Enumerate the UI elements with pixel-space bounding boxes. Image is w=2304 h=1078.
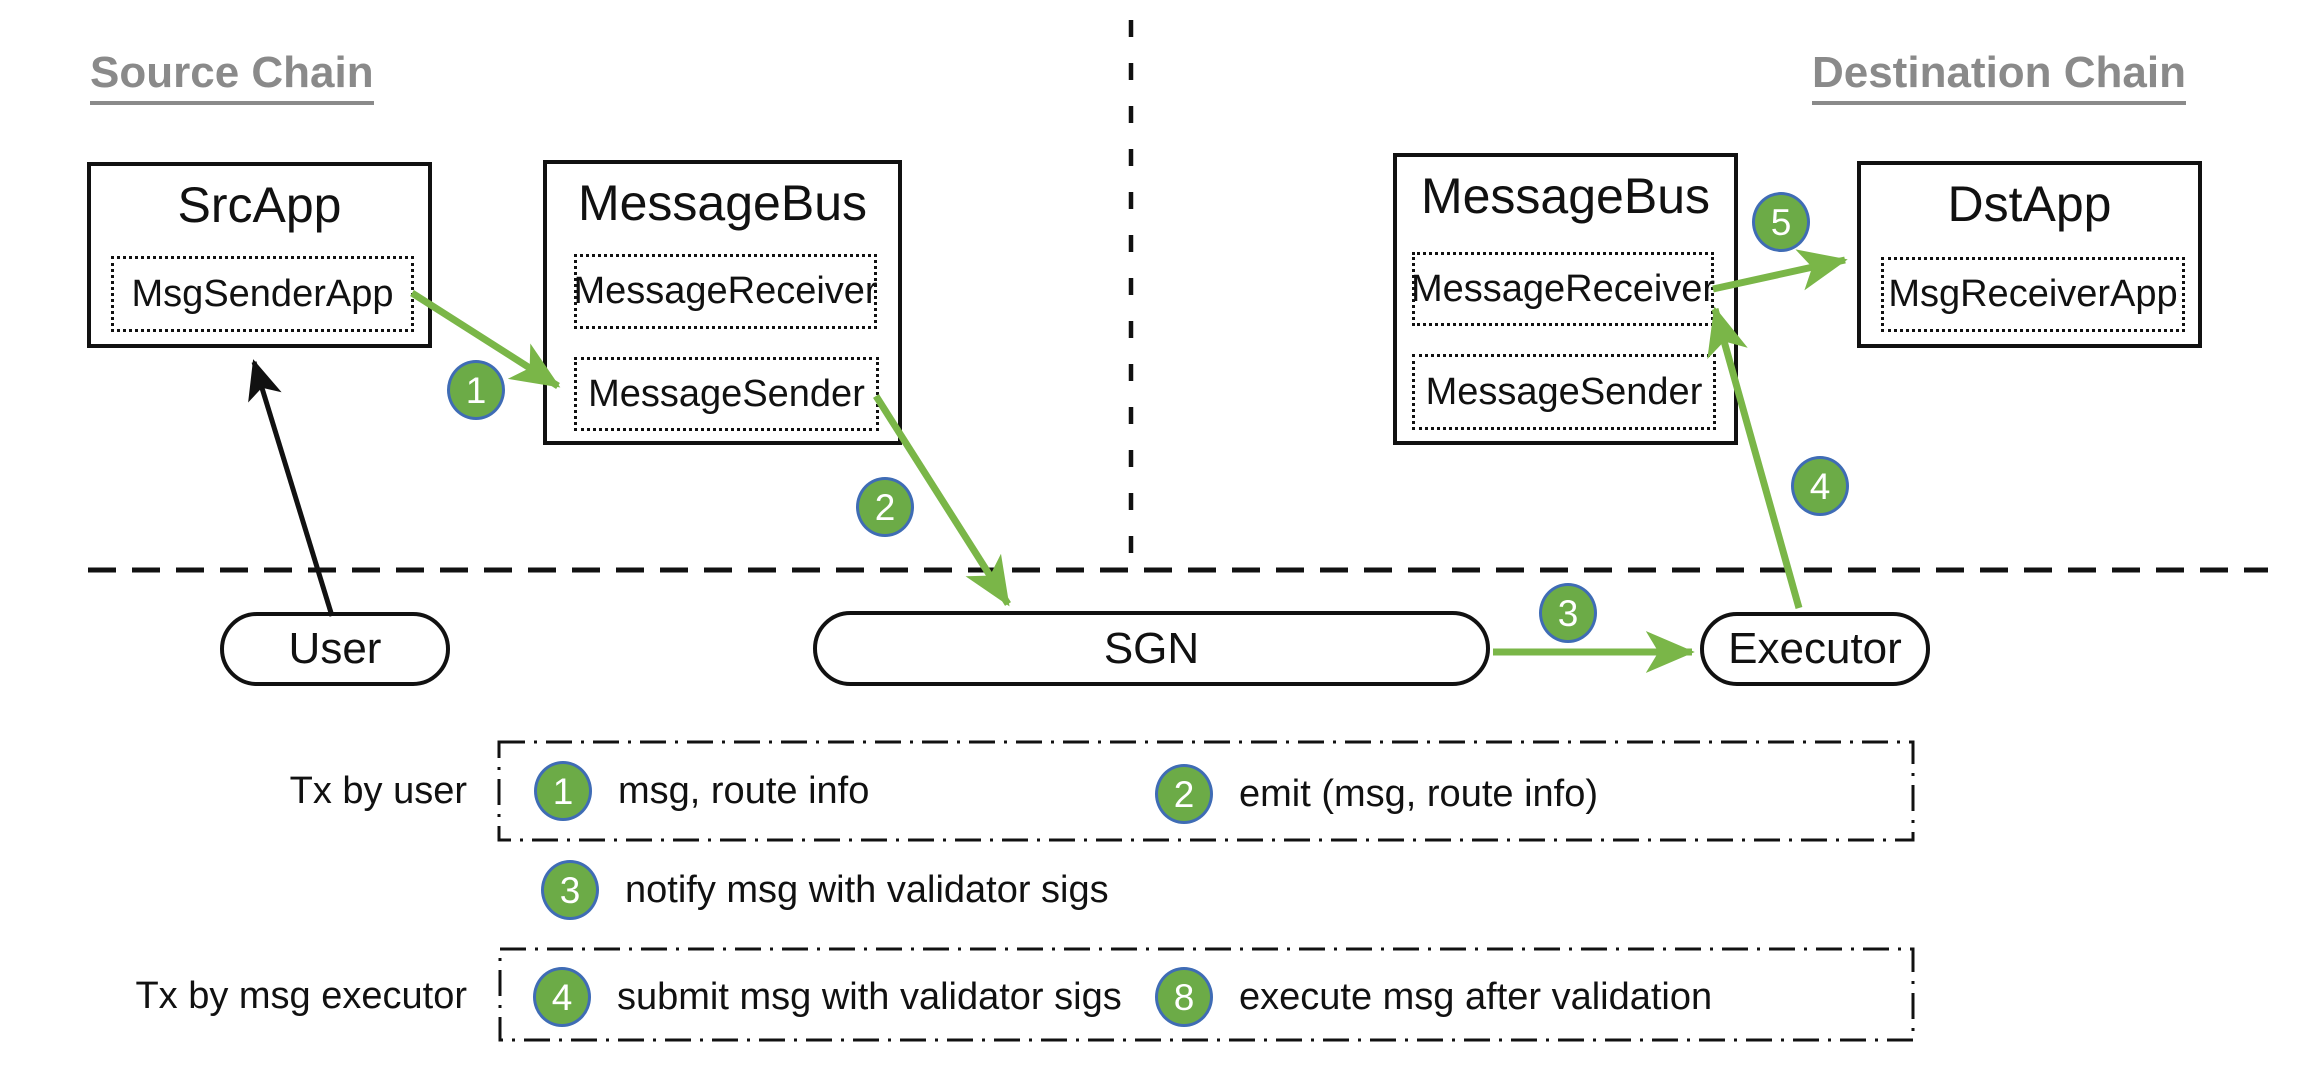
step-badge-3: 3 <box>1539 583 1597 643</box>
msg-sender-app-label: MsgSenderApp <box>131 272 394 315</box>
src-app-box: SrcApp MsgSenderApp <box>87 162 432 348</box>
message-receiver-src-label: MessageReceiver <box>573 270 878 312</box>
legend-label-tx-by-msg-executor: Tx by msg executor <box>135 975 467 1017</box>
message-bus-dst-title: MessageBus <box>1420 168 1711 224</box>
destination-chain-heading: Destination Chain <box>1811 49 2186 106</box>
arrow-user-to-srcapp <box>248 359 335 617</box>
message-sender-src-box: MessageSender <box>574 357 879 431</box>
legend-item-step4: 4 submit msg with validator sigs <box>533 966 1122 1028</box>
legend-badge-3: 3 <box>541 860 599 920</box>
sgn-pill: SGN <box>813 611 1490 686</box>
message-sender-src-label: MessageSender <box>588 372 865 415</box>
message-receiver-src-box: MessageReceiver <box>573 254 878 329</box>
message-bus-src-title: MessageBus <box>577 175 868 231</box>
message-sender-dst-box: MessageSender <box>1412 354 1716 430</box>
message-sender-dst-label: MessageSender <box>1425 370 1703 413</box>
message-bus-src-box: MessageBus MessageReceiver MessageSender <box>543 160 902 445</box>
executor-pill: Executor <box>1700 612 1930 686</box>
legend-badge-2: 2 <box>1155 764 1213 824</box>
legend-item-step8: 8 execute msg after validation <box>1155 966 1712 1028</box>
legend-text-step1: msg, route info <box>618 769 870 812</box>
source-chain-heading: Source Chain <box>90 49 374 106</box>
legend-text-step8: execute msg after validation <box>1239 975 1713 1018</box>
user-pill: User <box>220 612 450 686</box>
msg-receiver-app-label: MsgReceiverApp <box>1888 273 2178 315</box>
step-badge-4: 4 <box>1791 456 1849 516</box>
dst-app-title: DstApp <box>1947 176 2112 232</box>
legend-badge-4: 4 <box>533 967 591 1027</box>
user-label: User <box>288 624 382 673</box>
legend-text-step2: emit (msg, route info) <box>1239 772 1598 815</box>
message-receiver-dst-label: MessageReceiver <box>1410 267 1716 310</box>
dst-app-box: DstApp MsgReceiverApp <box>1857 161 2202 348</box>
step-badge-2: 2 <box>856 477 914 537</box>
legend-text-step3: notify msg with validator sigs <box>625 868 1109 911</box>
sgn-label: SGN <box>1103 623 1200 673</box>
msg-receiver-app-box: MsgReceiverApp <box>1881 257 2185 332</box>
src-app-title: SrcApp <box>177 177 342 233</box>
legend-text-step4: submit msg with validator sigs <box>617 975 1122 1018</box>
legend-badge-1: 1 <box>534 761 592 821</box>
executor-label: Executor <box>1728 624 1902 673</box>
legend-label-tx-by-user: Tx by user <box>289 770 467 812</box>
legend-item-step2: 2 emit (msg, route info) <box>1155 763 1598 825</box>
message-receiver-dst-box: MessageReceiver <box>1410 252 1716 326</box>
msg-sender-app-box: MsgSenderApp <box>111 256 414 332</box>
step-badge-5: 5 <box>1752 192 1810 252</box>
legend-badge-8: 8 <box>1155 967 1213 1027</box>
legend-item-step1: 1 msg, route info <box>534 760 869 822</box>
step-badge-1: 1 <box>447 360 505 420</box>
message-bus-dst-box: MessageBus MessageReceiver MessageSender <box>1393 153 1738 445</box>
legend-item-step3: 3 notify msg with validator sigs <box>541 859 1109 921</box>
